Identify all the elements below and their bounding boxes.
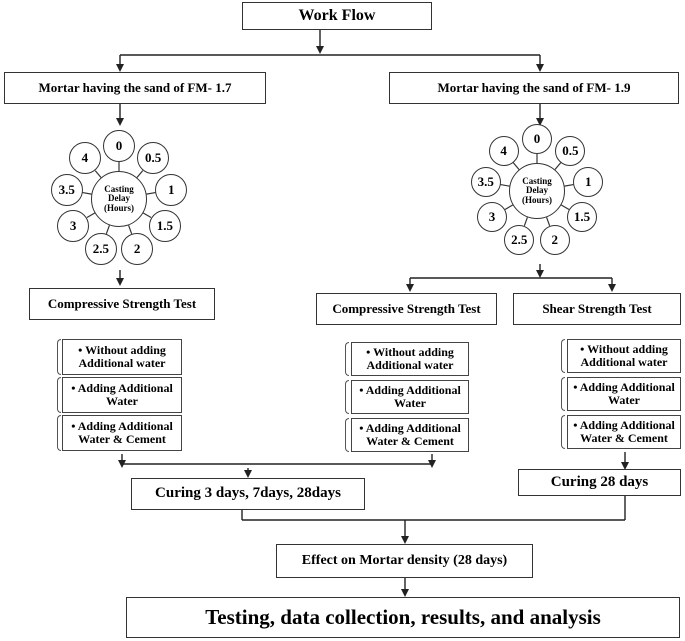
option-water-cement: • Adding Additional Water & Cement bbox=[351, 418, 469, 452]
brace bbox=[57, 339, 61, 375]
casting-delay-center: Casting Delay (Hours) bbox=[91, 171, 147, 227]
option-additional-water: • Adding Additional Water bbox=[567, 377, 681, 411]
delay-node: 3.5 bbox=[470, 166, 501, 197]
delay-node: 3 bbox=[476, 202, 507, 232]
delay-node: 2.5 bbox=[84, 232, 117, 265]
cluster-spoke bbox=[142, 212, 152, 219]
cluster-spoke bbox=[86, 212, 96, 219]
brace bbox=[57, 415, 61, 451]
brace bbox=[345, 342, 349, 376]
delay-node: 0 bbox=[103, 130, 135, 162]
delay-node: 2.5 bbox=[504, 224, 535, 255]
final-analysis-box: Testing, data collection, results, and a… bbox=[126, 597, 680, 638]
brace bbox=[561, 339, 565, 373]
curing-left: Curing 3 days, 7days, 28days bbox=[131, 478, 365, 510]
delay-node: 3 bbox=[57, 209, 90, 242]
option-additional-water: • Adding Additional Water bbox=[351, 380, 469, 414]
cluster-spoke bbox=[128, 225, 133, 234]
curing-right: Curing 28 days bbox=[518, 469, 681, 496]
cluster-spoke bbox=[500, 183, 510, 187]
test-compressive-left: Compressive Strength Test bbox=[29, 288, 215, 320]
cluster-spoke bbox=[512, 162, 520, 170]
option-without-water: • Without adding Additional water bbox=[62, 339, 182, 375]
option-without-water: • Without adding Additional water bbox=[351, 342, 469, 376]
brace bbox=[345, 418, 349, 452]
cluster-spoke bbox=[82, 191, 92, 195]
brace bbox=[345, 380, 349, 414]
cluster-spoke bbox=[546, 217, 551, 226]
option-without-water: • Without adding Additional water bbox=[567, 339, 681, 373]
cluster-spoke bbox=[554, 162, 562, 170]
delay-node: 3.5 bbox=[50, 173, 83, 206]
brace bbox=[57, 377, 61, 413]
test-shear-right: Shear Strength Test bbox=[513, 293, 681, 325]
cluster-spoke bbox=[136, 170, 144, 178]
delay-node: 0.5 bbox=[555, 136, 586, 167]
delay-node: 1.5 bbox=[567, 202, 598, 232]
delay-node: 0.5 bbox=[137, 142, 170, 175]
cluster-spoke bbox=[560, 204, 570, 211]
branch-fm-1-9: Mortar having the sand of FM- 1.9 bbox=[389, 72, 679, 104]
delay-node: 4 bbox=[488, 136, 519, 167]
cluster-spoke bbox=[564, 183, 574, 187]
option-water-cement: • Adding Additional Water & Cement bbox=[62, 415, 182, 451]
cluster-spoke bbox=[523, 217, 528, 226]
option-additional-water: • Adding Additional Water bbox=[62, 377, 182, 413]
test-compressive-right: Compressive Strength Test bbox=[316, 293, 497, 325]
casting-delay-center: Casting Delay (Hours) bbox=[509, 163, 565, 219]
delay-node: 2 bbox=[121, 232, 154, 265]
cluster-spoke bbox=[94, 170, 102, 178]
delay-node: 1.5 bbox=[148, 209, 181, 242]
cluster-spoke bbox=[504, 204, 514, 211]
delay-node: 2 bbox=[539, 224, 570, 255]
option-water-cement: • Adding Additional Water & Cement bbox=[567, 415, 681, 449]
brace bbox=[561, 377, 565, 411]
cluster-spoke bbox=[105, 225, 110, 234]
delay-node: 4 bbox=[68, 142, 101, 175]
density-box: Effect on Mortar density (28 days) bbox=[276, 544, 533, 578]
branch-fm-1-7: Mortar having the sand of FM- 1.7 bbox=[4, 72, 266, 104]
delay-node: 0 bbox=[522, 124, 552, 154]
delay-node: 1 bbox=[155, 173, 188, 206]
workflow-title: Work Flow bbox=[242, 2, 432, 30]
brace bbox=[561, 415, 565, 449]
delay-node: 1 bbox=[573, 166, 604, 197]
cluster-spoke bbox=[146, 191, 156, 195]
